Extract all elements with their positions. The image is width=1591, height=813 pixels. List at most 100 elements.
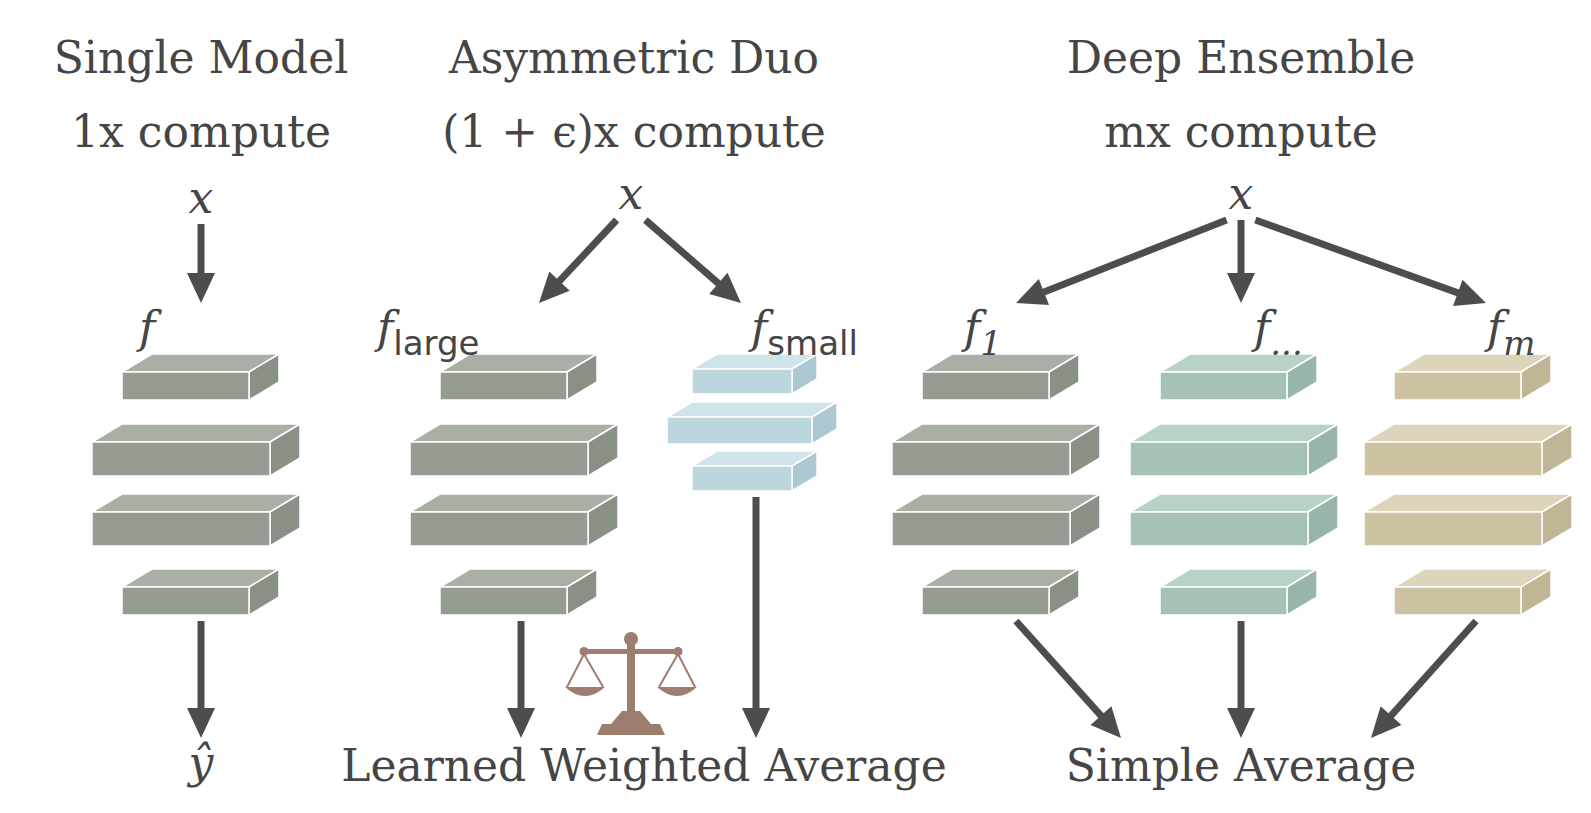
layer-block <box>922 569 1079 615</box>
output-node: Simple Average <box>1062 741 1421 792</box>
layer-block <box>1160 569 1317 615</box>
model-stack: fm <box>1363 306 1573 617</box>
arrow-line <box>1238 220 1245 279</box>
block-top <box>410 494 618 512</box>
column-heading: mx compute <box>1104 108 1378 156</box>
layer-stack <box>1129 354 1339 617</box>
variable-text: ŷ <box>189 741 214 785</box>
model-label: fm <box>1487 306 1536 360</box>
balance-scale-icon <box>565 632 697 735</box>
block-front <box>92 512 270 546</box>
block-side <box>1070 424 1100 476</box>
block-side <box>588 424 618 476</box>
arrow-connector <box>1255 220 1486 306</box>
arrow-connector <box>1016 621 1121 738</box>
block-side <box>567 354 597 400</box>
column-heading: Asymmetric Duo <box>449 34 819 82</box>
arrow-line <box>753 497 760 714</box>
arrow-head <box>187 273 215 303</box>
variable-node: x <box>615 172 648 216</box>
block-side <box>1070 494 1100 546</box>
arrow-head <box>742 708 770 738</box>
model-stack: f1 <box>891 306 1101 617</box>
block-side <box>1049 569 1079 615</box>
layer-block <box>1130 494 1338 546</box>
layer-stack <box>91 354 301 617</box>
block-front <box>692 466 792 491</box>
block-side <box>249 354 279 400</box>
arrow-connector <box>1227 621 1255 738</box>
arrow-head <box>1227 708 1255 738</box>
layer-block <box>692 451 817 491</box>
layer-block <box>122 569 279 615</box>
layer-block <box>410 424 618 476</box>
block-top <box>1130 494 1338 512</box>
arrow-line <box>645 220 722 287</box>
layer-stack <box>666 354 838 493</box>
block-top <box>1364 494 1572 512</box>
layer-block <box>667 402 837 444</box>
model-label: f... <box>1254 306 1303 360</box>
column-heading: (1 + ϵ)x compute <box>442 108 826 156</box>
layer-block <box>410 494 618 546</box>
block-top <box>892 494 1100 512</box>
model-symbol: f <box>139 302 155 353</box>
arrow-connector <box>645 220 741 303</box>
layer-block <box>92 494 300 546</box>
block-top <box>1364 424 1572 442</box>
block-front <box>92 442 270 476</box>
arrow-head <box>1016 279 1049 305</box>
layer-block <box>92 424 300 476</box>
block-front <box>122 587 249 615</box>
block-side <box>1542 494 1572 546</box>
block-side <box>812 402 837 444</box>
arrow-connector <box>539 220 617 303</box>
arrow-line <box>555 220 616 285</box>
arrow-line <box>518 621 525 714</box>
block-front <box>892 512 1070 546</box>
layer-block <box>692 354 817 394</box>
output-text: Learned Weighted Average <box>341 741 947 792</box>
block-top <box>92 424 300 442</box>
layer-block <box>892 494 1100 546</box>
arrow-head <box>1227 273 1255 303</box>
block-front <box>667 417 812 444</box>
model-subscript: small <box>767 323 858 363</box>
variable-text: x <box>619 172 644 216</box>
arrow-head <box>1453 280 1486 306</box>
block-front <box>410 442 588 476</box>
block-front <box>1160 372 1287 400</box>
arrow-head <box>507 708 535 738</box>
model-label: f1 <box>964 306 1002 360</box>
block-front <box>1394 587 1521 615</box>
block-front <box>892 442 1070 476</box>
output-text: Simple Average <box>1066 741 1417 792</box>
model-symbol: f <box>1487 302 1503 353</box>
arrow-connector <box>1227 220 1255 303</box>
block-front <box>1130 512 1308 546</box>
layer-block <box>1394 569 1551 615</box>
layer-block <box>892 424 1100 476</box>
block-front <box>1160 587 1287 615</box>
model-symbol: f <box>1254 302 1270 353</box>
layer-stack <box>409 354 619 617</box>
diagram-stage: Single Model1x computeAsymmetric Duo(1 +… <box>11 6 1579 807</box>
arrow-line <box>198 224 205 279</box>
block-top <box>1130 424 1338 442</box>
model-symbol: f <box>964 302 980 353</box>
block-front <box>1364 442 1542 476</box>
column-heading: Deep Ensemble <box>1067 34 1416 82</box>
block-side <box>1308 494 1338 546</box>
scale-strings <box>567 654 695 687</box>
block-side <box>567 569 597 615</box>
column-heading: 1x compute <box>71 108 331 156</box>
variable-text: x <box>189 176 214 220</box>
arrow-head <box>539 272 570 303</box>
arrow-line <box>1238 621 1245 714</box>
block-front <box>122 372 249 400</box>
block-front <box>1364 512 1542 546</box>
block-side <box>270 494 300 546</box>
block-front <box>1130 442 1308 476</box>
layer-block <box>440 569 597 615</box>
variable-node: x <box>185 176 218 220</box>
